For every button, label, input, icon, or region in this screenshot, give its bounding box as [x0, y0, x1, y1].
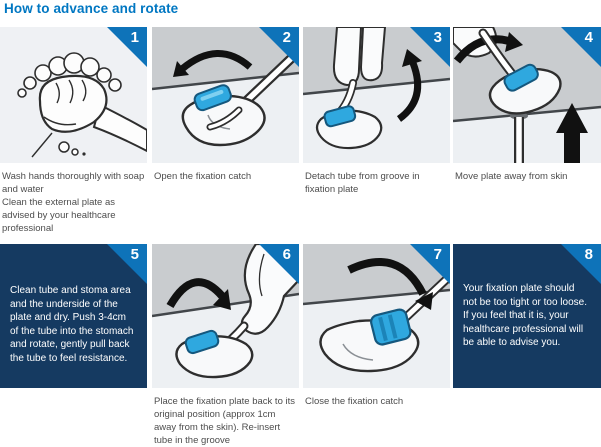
soap-bubbles — [17, 52, 122, 98]
finger — [332, 27, 363, 87]
skin-area — [303, 244, 450, 304]
step-panel-6: 6 — [152, 244, 299, 388]
detach-tube-illustration — [303, 27, 450, 163]
clasped-hands — [38, 74, 108, 133]
open-fixation-catch-illustration — [152, 27, 299, 163]
step-caption-2: Open the fixation catch — [154, 171, 252, 182]
step-panel-5: Clean tube and stoma area and the unders… — [0, 244, 147, 388]
close-fixation-catch-illustration — [303, 244, 450, 388]
up-arrow-icon — [396, 49, 422, 122]
step-badge: 8 — [561, 244, 601, 284]
move-plate-away-illustration — [453, 27, 601, 163]
step-panel-7: 7 — [303, 244, 450, 388]
step-number: 7 — [433, 246, 442, 263]
step-panel-2: 2 — [152, 27, 299, 163]
step-caption-7: Close the fixation catch — [305, 396, 404, 407]
step-caption-3: Detach tube from groove in fixation plat… — [305, 171, 420, 195]
soap-bubbles-bottom — [58, 141, 86, 156]
caption-line: Wash hands thoroughly with soap and wate… — [2, 171, 145, 195]
up-arrow-icon — [556, 103, 588, 163]
step-panel-3: 3 — [303, 27, 450, 163]
fixation-catch — [323, 105, 357, 128]
step-number: 3 — [433, 29, 442, 46]
step-caption-6: Place the fixation plate back to its ori… — [154, 396, 295, 446]
info-text-8: Your fixation plate should not be too ti… — [463, 283, 587, 348]
step-number: 2 — [282, 29, 291, 46]
info-text-5: Clean tube and stoma area and the unders… — [10, 285, 134, 364]
fixation-catch — [184, 329, 220, 355]
knuckle-lines — [31, 79, 87, 158]
finger — [359, 27, 387, 82]
step-caption-1: Wash hands thoroughly with soap and wate… — [2, 170, 145, 235]
fixation-catch — [193, 84, 232, 112]
down-arrow-icon — [166, 278, 231, 310]
caption-line: Clean the external plate as advised by y… — [2, 197, 116, 234]
step-number: 1 — [130, 29, 139, 46]
rotate-arrow-icon — [453, 32, 523, 64]
step-badge: 5 — [107, 244, 147, 284]
step-panel-4: 4 — [453, 27, 601, 163]
page-title: How to advance and rotate — [4, 1, 179, 16]
step-panel-1: 1 — [0, 27, 147, 163]
open-arrow-icon — [173, 50, 253, 77]
step-number: 5 — [130, 246, 139, 263]
step-caption-4: Move plate away from skin — [455, 171, 568, 182]
step-panel-8: Your fixation plate should not be too ti… — [453, 244, 601, 388]
fixation-catch — [370, 308, 412, 346]
step-number: 6 — [282, 246, 291, 263]
skin-area — [152, 27, 299, 89]
step-number: 8 — [584, 246, 593, 263]
step-number: 4 — [584, 29, 593, 46]
fixation-catch — [503, 63, 539, 92]
place-plate-back-illustration — [152, 244, 299, 388]
close-arrow-icon — [347, 258, 433, 310]
forearm — [92, 103, 147, 153]
wash-hands-illustration — [0, 27, 147, 163]
